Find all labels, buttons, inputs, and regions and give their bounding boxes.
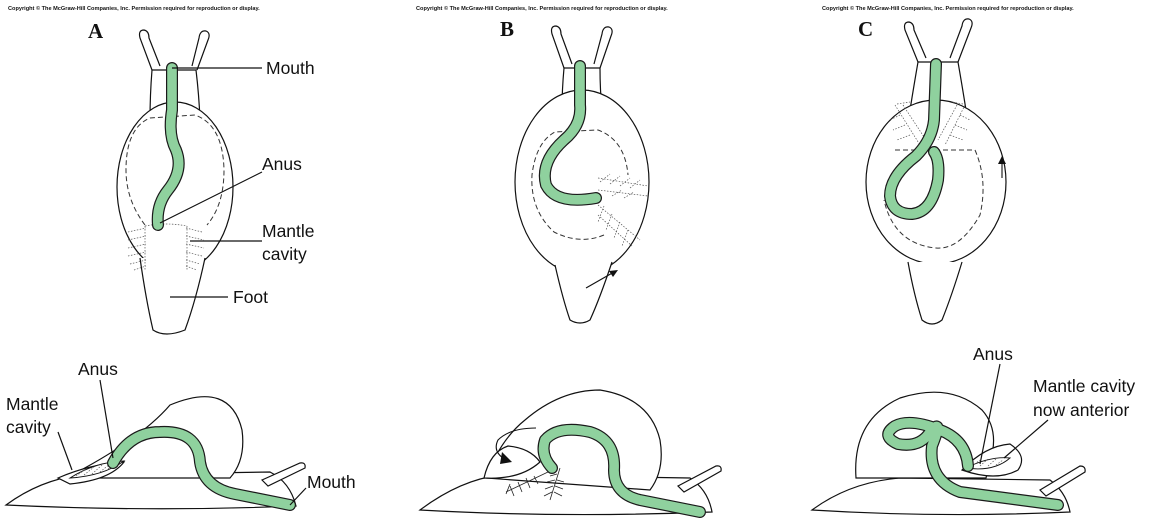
panel-letter-a: A — [88, 19, 104, 43]
label-mantle-a: Mantle — [262, 221, 315, 241]
label-cavity-a: cavity — [262, 244, 307, 264]
side-label-mouth-a: Mouth — [307, 472, 356, 492]
panel-letter-c: C — [858, 17, 873, 41]
foot-c — [908, 262, 962, 324]
side-label-mantle-c: Mantle cavity — [1033, 376, 1135, 396]
side-label-cavity-a: cavity — [6, 417, 51, 437]
copyright-text-a: Copyright © The McGraw-Hill Companies, I… — [8, 5, 260, 12]
label-anus-a: Anus — [262, 154, 302, 174]
side-label-anus-a: Anus — [78, 359, 118, 379]
panel-c-side-view: Anus Mantle cavity now anterior — [812, 344, 1135, 515]
panel-a-top-view: A Mouth Anus Mantle cavity Foot — [88, 19, 315, 334]
side-mantle-leader-a — [58, 432, 72, 470]
panel-letter-b: B — [500, 17, 514, 41]
panel-c-top-view: C — [858, 17, 1006, 324]
copyright-text-b: Copyright © The McGraw-Hill Companies, I… — [416, 5, 668, 12]
label-mouth-a: Mouth — [266, 58, 315, 78]
side-label-anus-c: Anus — [973, 344, 1013, 364]
panel-b-top-view: B — [500, 17, 649, 323]
side-label-anterior-c: now anterior — [1033, 400, 1129, 420]
side-mantle-leader-c — [1004, 420, 1048, 458]
copyright-text-c: Copyright © The McGraw-Hill Companies, I… — [822, 5, 1074, 12]
label-foot-a: Foot — [233, 287, 268, 307]
panel-b-side-view — [420, 390, 721, 515]
side-label-mantle-a: Mantle — [6, 394, 59, 414]
tentacles-c — [905, 19, 973, 62]
foot-b — [555, 262, 612, 323]
side-anus-leader-a — [100, 380, 113, 458]
panel-a-side-view: Anus Mantle cavity Mouth — [6, 359, 356, 509]
